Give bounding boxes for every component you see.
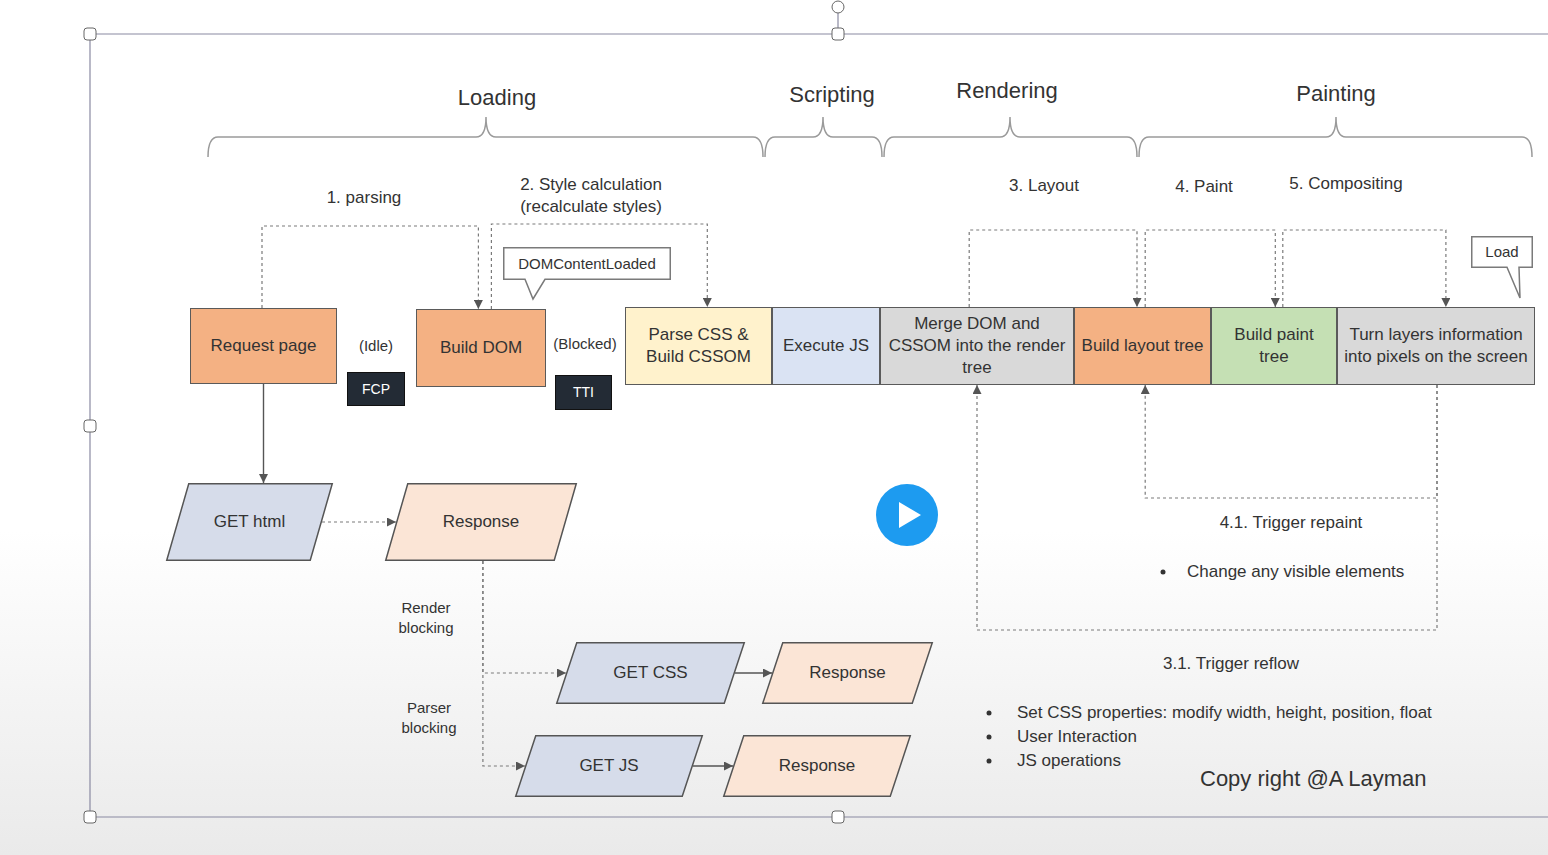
request-parallelogram: GET JS bbox=[515, 735, 703, 797]
bullet-text: Set CSS properties: modify width, height… bbox=[1017, 702, 1432, 724]
node-text: Merge DOM and CSSOM into the render tree bbox=[887, 313, 1067, 379]
resize-handle bbox=[832, 811, 844, 823]
arrow-connector bbox=[693, 765, 733, 766]
curly-bracket bbox=[765, 117, 882, 157]
resize-handle bbox=[832, 28, 844, 40]
milestone-tag: FCP bbox=[347, 372, 405, 406]
callout-shape bbox=[1472, 237, 1533, 298]
node-text: TTI bbox=[562, 383, 605, 401]
state-note: (Idle) bbox=[359, 336, 393, 356]
rotate-handle bbox=[832, 1, 844, 13]
rotate-stem bbox=[837, 13, 838, 29]
parallelogram-shape bbox=[167, 484, 333, 561]
process-box: Execute JS bbox=[772, 307, 880, 385]
process-box: Build layout tree bbox=[1074, 307, 1211, 385]
bullet-text: User Interaction bbox=[1017, 726, 1137, 748]
node-text: Load bbox=[1477, 242, 1527, 262]
dotted-connector bbox=[483, 561, 566, 673]
parallelogram-shape bbox=[724, 736, 911, 797]
step-label: 3. Layout bbox=[1009, 175, 1079, 197]
bullet-dot bbox=[987, 759, 992, 764]
selection-frame bbox=[90, 34, 1548, 817]
dotted-connector bbox=[262, 226, 478, 309]
bullet-dot bbox=[1161, 570, 1166, 575]
parallelogram-shape bbox=[386, 484, 577, 561]
milestone-tag: TTI bbox=[555, 375, 612, 410]
blocking-note: Render blocking bbox=[390, 598, 462, 637]
event-callout: Load bbox=[1471, 236, 1533, 268]
node-text: GET CSS bbox=[574, 662, 727, 684]
bullet-dot bbox=[987, 735, 992, 740]
phase-label: Rendering bbox=[956, 77, 1058, 106]
dotted-connector bbox=[969, 230, 1137, 307]
request-parallelogram: GET html bbox=[166, 483, 333, 561]
bullet-text: Change any visible elements bbox=[1187, 561, 1404, 583]
step-label: 1. parsing bbox=[327, 187, 402, 209]
step-label: 3.1. Trigger reflow bbox=[1163, 653, 1299, 675]
phase-label: Painting bbox=[1296, 80, 1376, 109]
node-text: GET html bbox=[185, 511, 314, 533]
process-box: Merge DOM and CSSOM into the render tree bbox=[880, 307, 1074, 385]
process-box: Request page bbox=[190, 308, 337, 384]
resize-handle bbox=[84, 420, 96, 432]
dotted-connector bbox=[491, 224, 707, 309]
parallelogram-shape bbox=[763, 643, 933, 704]
dotted-connector bbox=[1145, 385, 1437, 498]
resize-handle bbox=[84, 811, 96, 823]
step-label: 4.1. Trigger repaint bbox=[1220, 512, 1363, 534]
node-text: Build layout tree bbox=[1081, 335, 1204, 357]
node-text: Parse CSS & Build CSSOM bbox=[632, 324, 765, 368]
bullet-text: JS operations bbox=[1017, 750, 1121, 772]
phase-label: Loading bbox=[458, 84, 536, 113]
node-text: DOMContentLoaded bbox=[509, 254, 665, 274]
dotted-connector bbox=[1283, 230, 1446, 307]
curly-bracket bbox=[208, 117, 763, 157]
response-parallelogram: Response bbox=[385, 483, 577, 561]
arrow-connector bbox=[263, 384, 264, 483]
dotted-connector bbox=[977, 385, 1437, 630]
curly-bracket bbox=[884, 117, 1137, 157]
node-text: Response bbox=[741, 755, 893, 777]
node-text: Build paint tree bbox=[1218, 324, 1330, 368]
resize-handle bbox=[84, 28, 96, 40]
process-box: Turn layers information into pixels on t… bbox=[1337, 307, 1535, 385]
step-label: 5. Compositing bbox=[1289, 173, 1402, 195]
node-text: Execute JS bbox=[779, 335, 873, 357]
step-label: 2. Style calculation (recalculate styles… bbox=[504, 174, 679, 218]
request-parallelogram: GET CSS bbox=[556, 642, 745, 704]
blocking-note: Parser blocking bbox=[393, 698, 465, 737]
state-note: (Blocked) bbox=[553, 334, 616, 354]
play-triangle bbox=[899, 502, 921, 528]
copyright-note: Copy right @A Layman bbox=[1200, 765, 1427, 794]
bullet-dot bbox=[987, 711, 992, 716]
phase-label: Scripting bbox=[789, 81, 875, 110]
parallelogram-shape bbox=[516, 736, 703, 797]
process-box: Build paint tree bbox=[1211, 307, 1337, 385]
node-text: Build DOM bbox=[423, 337, 539, 359]
step-label: 4. Paint bbox=[1175, 176, 1233, 198]
response-parallelogram: Response bbox=[723, 735, 911, 797]
callout-shape bbox=[504, 248, 671, 299]
node-text: Request page bbox=[197, 335, 330, 357]
node-text: Response bbox=[780, 662, 915, 684]
curly-bracket bbox=[1139, 117, 1532, 157]
dotted-connector bbox=[1145, 230, 1275, 307]
node-text: GET JS bbox=[533, 755, 685, 777]
node-text: Response bbox=[404, 511, 558, 533]
process-box: Parse CSS & Build CSSOM bbox=[625, 307, 772, 385]
node-text: FCP bbox=[354, 380, 398, 398]
process-box: Build DOM bbox=[416, 309, 546, 387]
parallelogram-shape bbox=[557, 643, 745, 704]
event-callout: DOMContentLoaded bbox=[503, 247, 671, 280]
node-text: Turn layers information into pixels on t… bbox=[1344, 324, 1528, 368]
response-parallelogram: Response bbox=[762, 642, 933, 704]
play-button bbox=[876, 484, 938, 546]
arrow-connector bbox=[735, 672, 772, 673]
dotted-connector bbox=[483, 561, 525, 766]
dotted-connector bbox=[322, 521, 396, 522]
